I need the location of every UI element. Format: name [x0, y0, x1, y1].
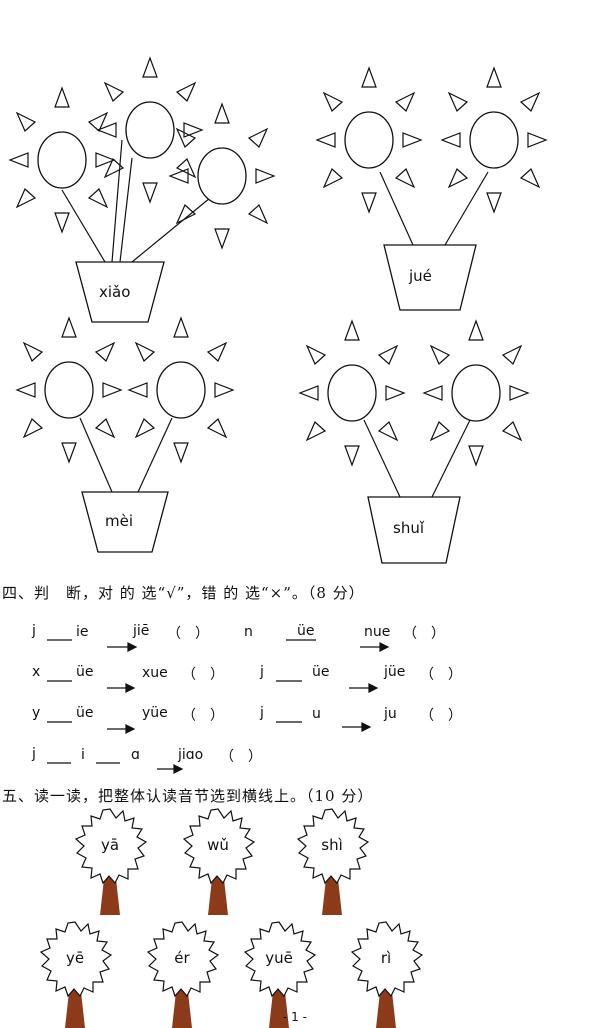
- s4-row6-result: ju: [384, 706, 397, 722]
- s4-row1-final: ie: [76, 624, 89, 640]
- s4-row6-final: u: [312, 706, 321, 722]
- tree-label-shi: shì: [321, 836, 343, 854]
- flower-pot-4: [299, 320, 529, 564]
- s4-row5-answer-box[interactable]: （ ）: [182, 708, 224, 724]
- s4-row2-answer-box[interactable]: （ ）: [403, 626, 445, 642]
- s4-row1-answer-box[interactable]: （ ）: [167, 626, 209, 642]
- tree-label-ya: yā: [100, 836, 120, 854]
- section4-title: 四、判 断，对 的 选“√”，错 的 选“×”。（8 分）: [2, 584, 365, 602]
- s4-row7-result: jiɑo: [178, 747, 204, 763]
- flower-pot-1: [9, 57, 275, 323]
- section5-title: 五、读一读，把整体认读音节选到横线上。（10 分）: [2, 787, 374, 805]
- s4-row3-initial: x: [32, 664, 41, 680]
- s4-row4-initial: j: [260, 664, 264, 680]
- s4-row4-result: jüe: [384, 664, 406, 680]
- tree-label-wu: wǔ: [207, 836, 229, 854]
- tree-label-ye: yē: [65, 949, 85, 967]
- tree-label-ri: rì: [380, 949, 392, 967]
- page-number: - 1 -: [283, 1010, 307, 1024]
- s4-row7-final: ɑ: [131, 747, 140, 763]
- pot-label-xiao: xiǎo: [99, 283, 131, 301]
- pot-label-shui: shuǐ: [393, 519, 424, 537]
- s4-row4-answer-box[interactable]: （ ）: [420, 667, 462, 683]
- pot-label-jue: jué: [409, 267, 432, 285]
- s4-row3-result: xue: [142, 665, 168, 681]
- s4-row5-final: üe: [76, 705, 94, 721]
- s4-row2-initial: n: [244, 624, 253, 640]
- s4-row2-final: üe: [297, 623, 315, 639]
- s4-row2-result: nue: [364, 624, 391, 640]
- s4-row5-initial: y: [32, 705, 41, 721]
- s4-row7-medial: i: [81, 747, 85, 763]
- s4-row3-final: üe: [76, 664, 94, 680]
- syllable-trees: [40, 808, 423, 1028]
- s4-row3-answer-box[interactable]: （ ）: [182, 667, 224, 683]
- s4-row4-final: üe: [312, 664, 330, 680]
- section4-marks: [47, 639, 390, 774]
- s4-row7-answer-box[interactable]: （ ）: [220, 749, 262, 765]
- s4-row1-result: jiē: [133, 623, 150, 639]
- s4-row6-answer-box[interactable]: （ ）: [420, 708, 462, 724]
- pot-label-mei: mèi: [105, 512, 134, 530]
- flower-pot-2: [316, 67, 547, 311]
- tree-label-er: ér: [174, 949, 190, 967]
- s4-row1-initial: j: [32, 623, 36, 639]
- s4-row5-result: yüe: [142, 705, 168, 721]
- tree-label-yue: yuē: [265, 949, 293, 967]
- s4-row7-initial: j: [32, 746, 36, 762]
- s4-row6-initial: j: [260, 705, 264, 721]
- flower-pot-3: [16, 317, 234, 553]
